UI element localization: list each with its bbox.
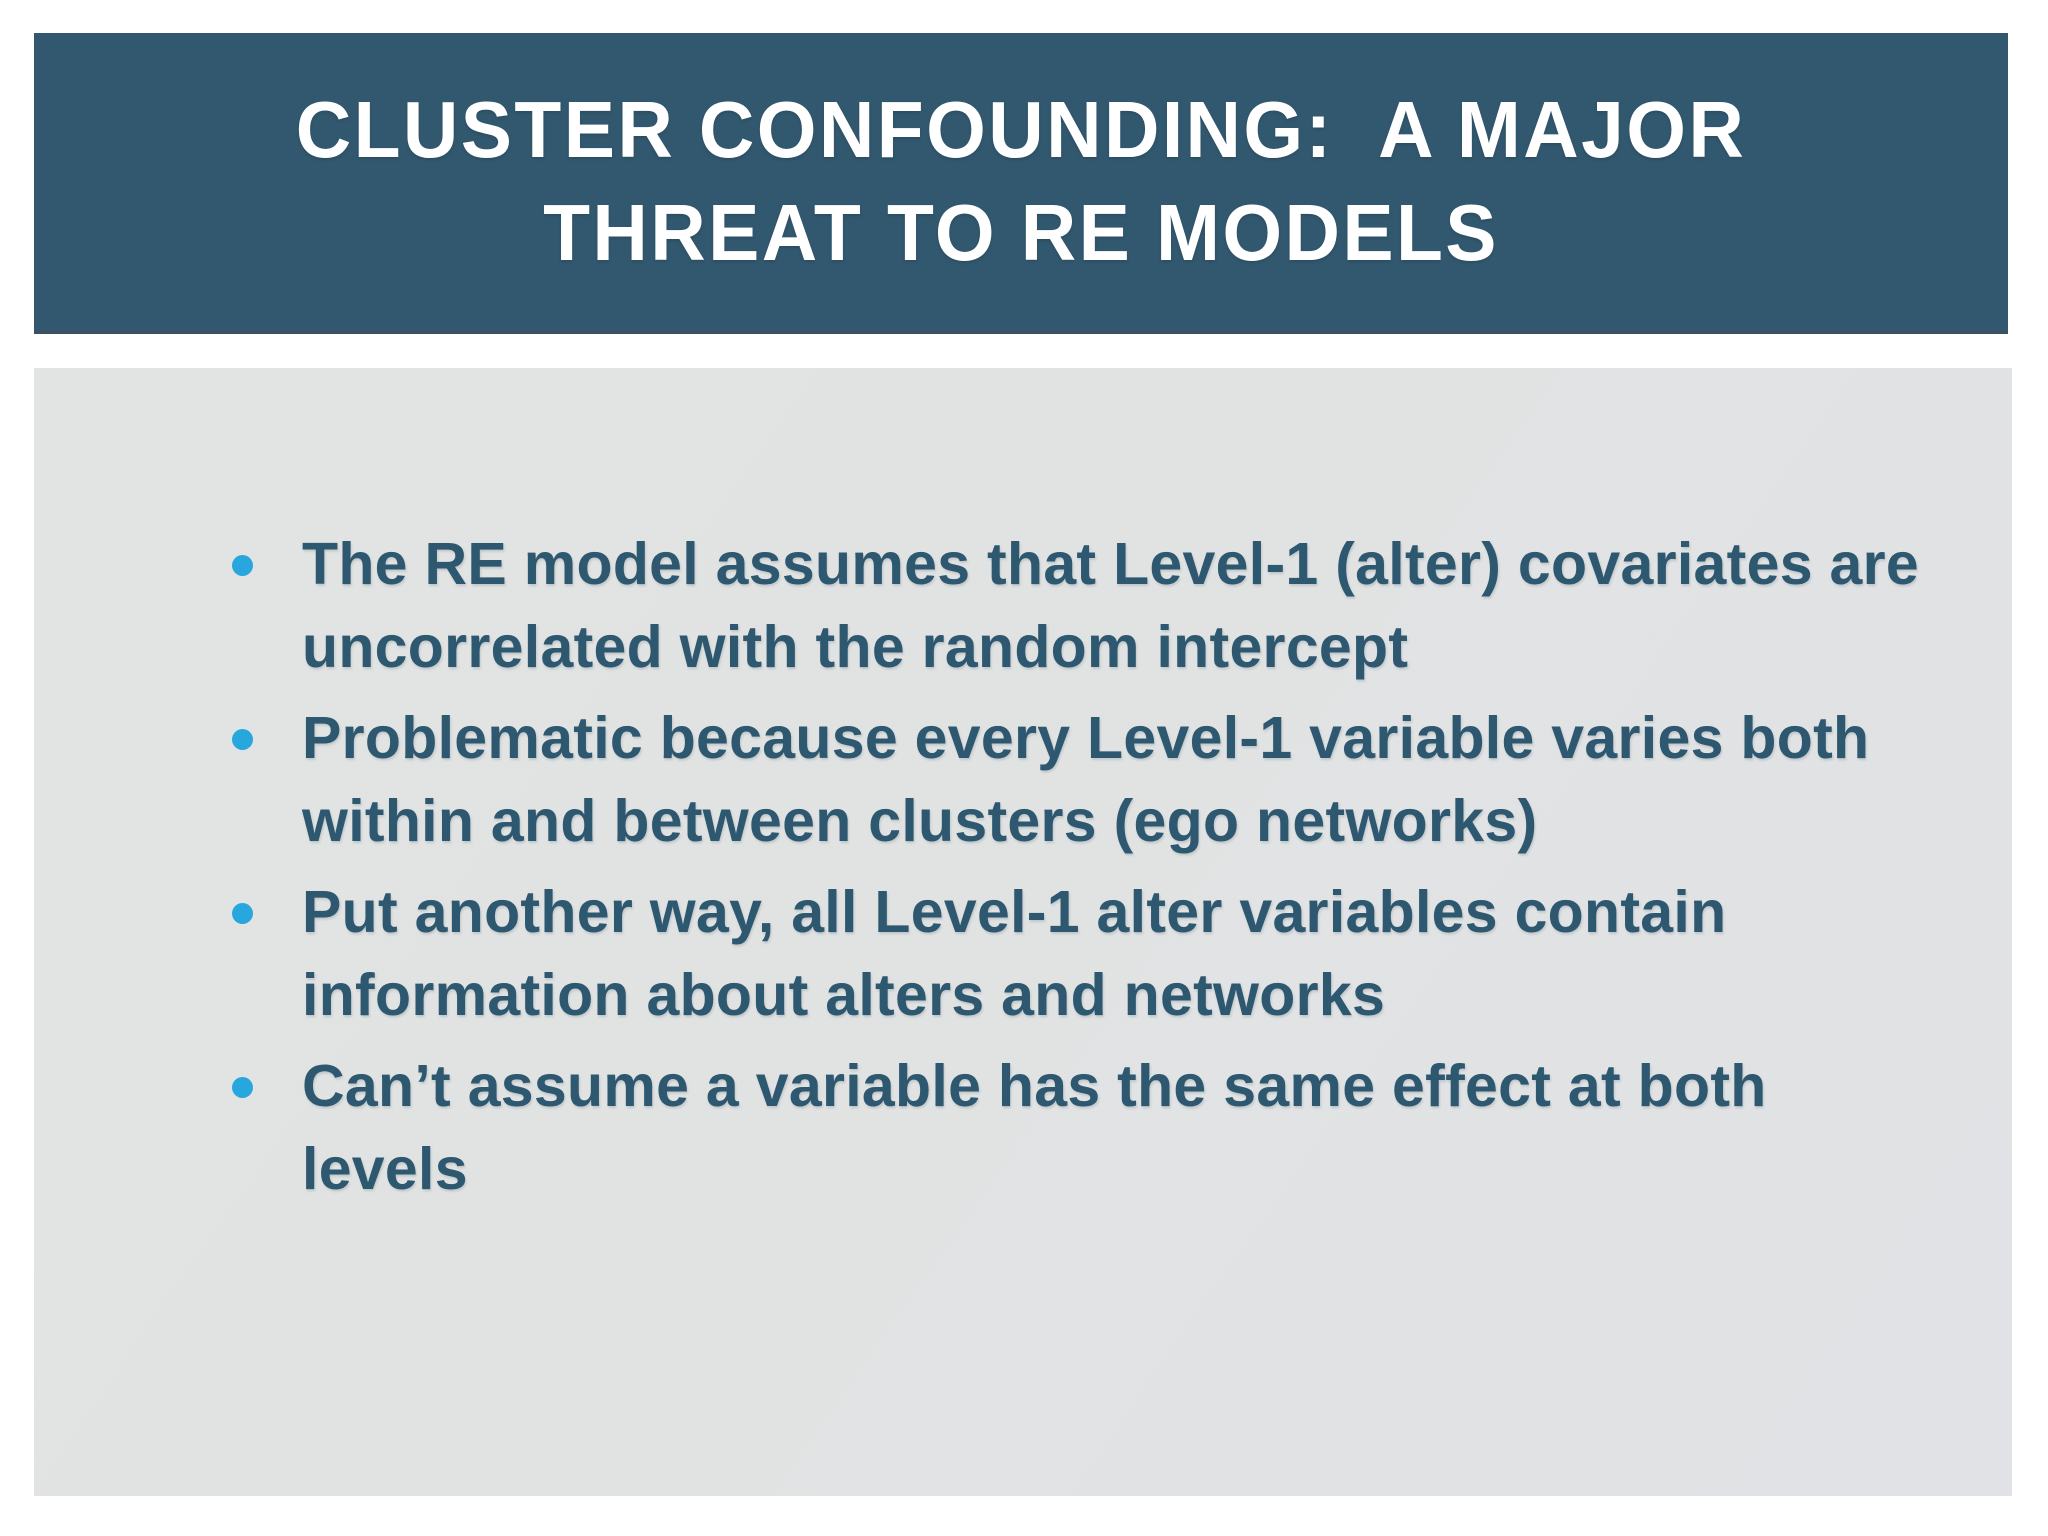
bullet-item-4-label: Can’t assume a variable has the same eff… bbox=[302, 1053, 1767, 1202]
bullet-dot-icon bbox=[232, 555, 253, 576]
bullet-dot-icon bbox=[232, 903, 253, 924]
bullet-list: The RE model assumes that Level-1 (alter… bbox=[200, 523, 1920, 1211]
bullet-item-4: Can’t assume a variable has the same eff… bbox=[200, 1045, 1920, 1211]
slide-title-band: CLUSTER CONFOUNDING: A MAJOR THREAT TO R… bbox=[34, 33, 2008, 334]
bullet-dot-icon bbox=[232, 729, 253, 750]
slide-title: CLUSTER CONFOUNDING: A MAJOR THREAT TO R… bbox=[295, 85, 1771, 277]
bullet-item-3-label: Put another way, all Level-1 alter varia… bbox=[302, 879, 1727, 1028]
bullet-item-1: The RE model assumes that Level-1 (alter… bbox=[200, 523, 1920, 689]
bullet-item-2: Problematic because every Level-1 variab… bbox=[200, 697, 1920, 863]
bullet-item-3: Put another way, all Level-1 alter varia… bbox=[200, 871, 1920, 1037]
bullet-item-2-label: Problematic because every Level-1 variab… bbox=[302, 705, 1870, 854]
slide-body-panel: The RE model assumes that Level-1 (alter… bbox=[34, 368, 2012, 1496]
bullet-item-1-label: The RE model assumes that Level-1 (alter… bbox=[302, 531, 1920, 680]
bullet-dot-icon bbox=[232, 1077, 253, 1098]
